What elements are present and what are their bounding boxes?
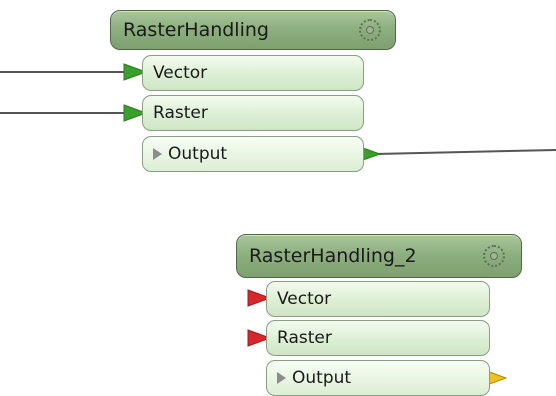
play-triangle-icon	[153, 148, 162, 160]
port-label: Raster	[277, 328, 332, 348]
gear-icon[interactable]	[359, 19, 381, 41]
input-port-vector[interactable]: Vector	[142, 55, 364, 91]
raster-input-connector[interactable]	[123, 104, 148, 122]
link-from-output[interactable]	[374, 149, 556, 155]
port-label: Output	[168, 144, 228, 164]
port-label: Vector	[277, 289, 332, 309]
gear-icon[interactable]	[483, 245, 505, 267]
transformer-title: RasterHandling_2	[249, 245, 417, 267]
input-port-vector[interactable]: Vector	[266, 281, 490, 317]
output-port[interactable]: Output	[142, 136, 364, 172]
transformer-title: RasterHandling	[123, 19, 269, 41]
port-label: Vector	[153, 63, 208, 83]
output-port[interactable]: Output	[266, 360, 490, 396]
transformer-header[interactable]: RasterHandling	[110, 10, 396, 50]
play-triangle-icon	[277, 372, 286, 384]
port-label: Output	[292, 368, 352, 388]
vector-input-connector-2[interactable]	[247, 289, 272, 307]
transformer-header[interactable]: RasterHandling_2	[236, 234, 522, 278]
input-port-raster[interactable]: Raster	[142, 95, 364, 131]
vector-input-connector[interactable]	[123, 63, 148, 81]
port-label: Raster	[153, 103, 208, 123]
input-port-raster[interactable]: Raster	[266, 320, 490, 356]
raster-input-connector-2[interactable]	[247, 329, 272, 347]
